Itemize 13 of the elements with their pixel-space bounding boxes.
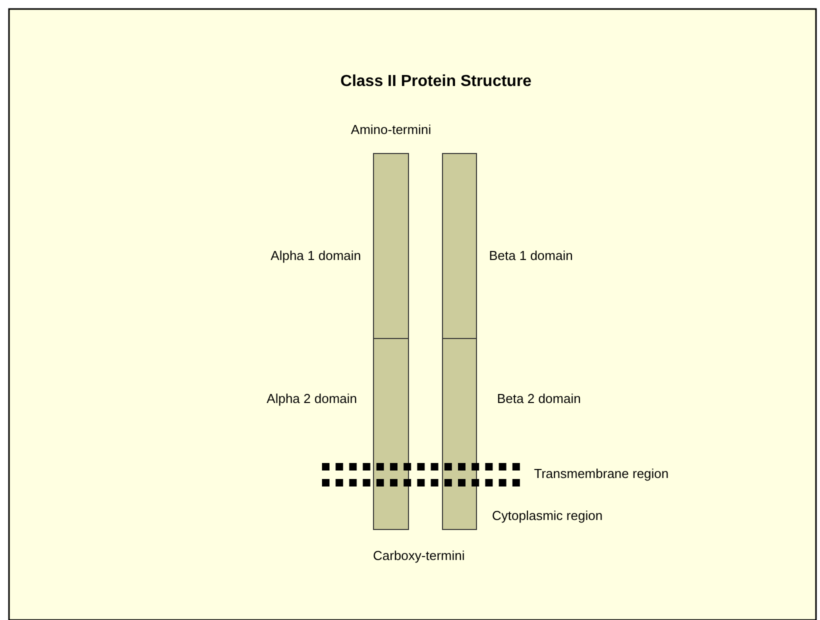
domain-label: Alpha 2 domain: [266, 391, 357, 407]
region-label: Cytoplasmic region: [492, 508, 603, 524]
domain-label: Beta 1 domain: [489, 248, 573, 264]
title: Class II Protein Structure: [339, 74, 533, 90]
domain-segment: [373, 338, 409, 530]
domain-segment: [442, 153, 477, 339]
terminus-label: Carboxy-termini: [373, 548, 465, 564]
domain-label: Beta 2 domain: [497, 391, 581, 407]
domain-label: Alpha 1 domain: [270, 248, 361, 264]
region-label: Transmembrane region: [534, 466, 669, 482]
terminus-label: Amino-termini: [350, 122, 432, 138]
domain-segment: [373, 153, 409, 339]
domain-segment: [442, 338, 477, 530]
